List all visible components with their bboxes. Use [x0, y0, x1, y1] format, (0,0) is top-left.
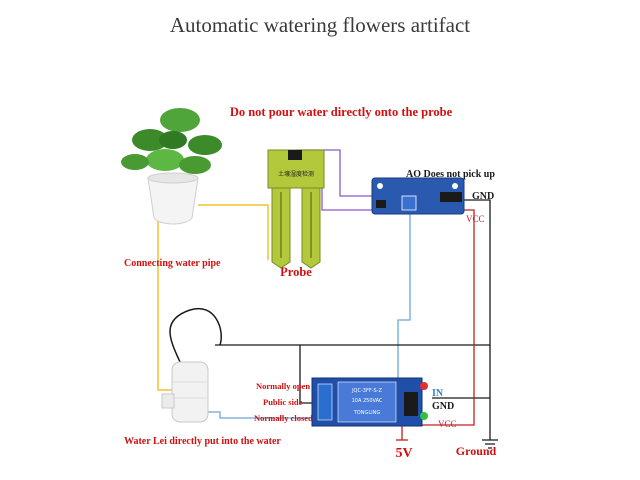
relay-text-3: TONGLING — [353, 410, 381, 416]
relay-led-red — [420, 382, 428, 390]
vcc-relay-label: VCC — [438, 419, 457, 429]
gnd-relay-label: GND — [432, 401, 454, 412]
pump-wire-blue — [205, 411, 318, 419]
probe-label: Probe — [280, 265, 312, 279]
normally-closed-label: Normally closed — [254, 413, 313, 423]
gnd-top-label: GND — [472, 191, 494, 202]
vcc-top-label: VCC — [466, 214, 485, 224]
relay-led-green — [420, 412, 428, 420]
water-pipe — [157, 190, 172, 391]
soil-probe: 土壤湿度检测 — [267, 149, 325, 269]
public-side-label: Public side — [263, 397, 303, 407]
pump-cable — [169, 307, 222, 363]
ground-label: Ground — [456, 444, 497, 458]
diagram-title: Automatic watering flowers artifact — [170, 13, 470, 37]
ground-symbol — [482, 439, 498, 449]
normally-open-label: Normally open — [256, 381, 310, 391]
pump-note-label: Water Lei directly put into the water — [124, 436, 281, 447]
relay-module: JQC-3FF-S-Z 10A 250VAC TONGLING — [311, 377, 428, 427]
relay-text-1: JQC-3FF-S-Z — [351, 388, 382, 394]
vcc-wire — [418, 209, 475, 426]
in-label: IN — [432, 388, 444, 399]
ground-wire-top — [215, 199, 491, 346]
ao-note-label: AO Does not pick up — [406, 169, 495, 180]
sensor-module — [371, 177, 465, 215]
potted-plant — [121, 108, 222, 225]
water-pump — [161, 361, 209, 423]
five-v-label: 5V — [395, 446, 412, 461]
probe-board-text: 土壤湿度检测 — [278, 170, 314, 178]
pipe-label: Connecting water pipe — [124, 258, 221, 269]
pipe-to-probe — [198, 204, 269, 260]
relay-text-2: 10A 250VAC — [352, 398, 383, 404]
warning-label: Do not pour water directly onto the prob… — [230, 105, 453, 119]
